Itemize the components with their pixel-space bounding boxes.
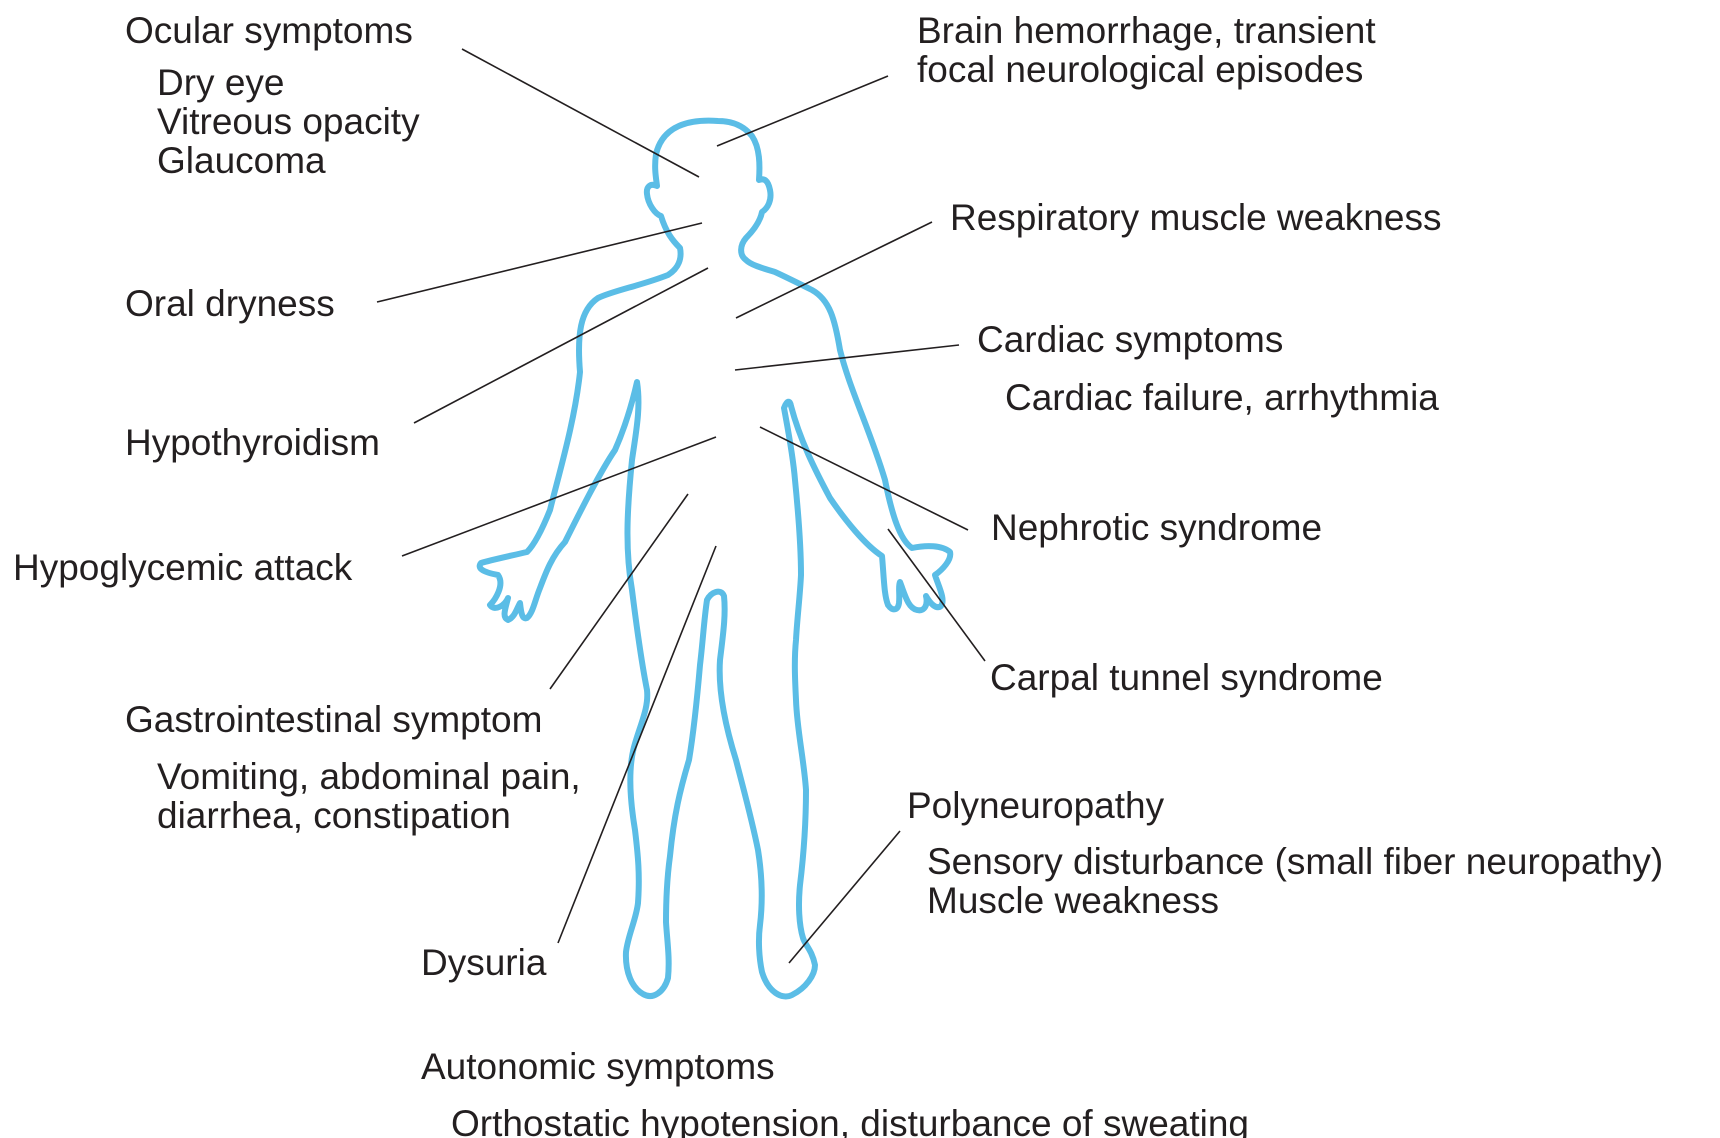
leader-line-carpal: [887, 528, 986, 662]
leader-line-respiratory: [735, 221, 933, 319]
label-orthostatic-hypotension: Orthostatic hypotension, disturbance of …: [451, 1103, 1250, 1138]
leader-line-polyneuropathy: [788, 830, 901, 964]
label-autonomic-symptoms: Autonomic symptoms: [421, 1046, 775, 1087]
leader-line-ocular: [461, 48, 700, 178]
label-cardiac-failure-arrhythmia: Cardiac failure, arrhythmia: [1005, 377, 1439, 418]
label-hypoglycemic-attack: Hypoglycemic attack: [13, 547, 353, 588]
label-gastrointestinal-symptom: Gastrointestinal symptom: [125, 699, 543, 740]
leader-line-gastrointestinal: [549, 493, 689, 690]
label-glaucoma: Glaucoma: [157, 140, 326, 181]
label-dysuria: Dysuria: [421, 942, 547, 983]
human-body-outline: [476, 117, 954, 1000]
leader-line-hypothyroidism: [413, 267, 709, 424]
label-sensory-disturbance: Sensory disturbance (small fiber neuropa…: [927, 841, 1664, 882]
label-cardiac-symptoms: Cardiac symptoms: [977, 319, 1284, 360]
label-muscle-weakness: Muscle weakness: [927, 880, 1220, 921]
leader-line-oral: [376, 222, 703, 303]
label-vomiting-abdominal-pain: Vomiting, abdominal pain,: [157, 756, 581, 797]
label-respiratory-muscle-weakness: Respiratory muscle weakness: [950, 197, 1442, 238]
label-ocular-symptoms: Ocular symptoms: [125, 10, 413, 51]
label-focal-neurological: focal neurological episodes: [917, 49, 1364, 90]
label-diarrhea-constipation: diarrhea, constipation: [157, 795, 511, 836]
label-polyneuropathy: Polyneuropathy: [907, 785, 1165, 826]
label-vitreous-opacity: Vitreous opacity: [157, 101, 420, 142]
label-nephrotic-syndrome: Nephrotic syndrome: [991, 507, 1323, 548]
leader-line-hypoglycemic: [401, 436, 717, 557]
label-hypothyroidism: Hypothyroidism: [125, 422, 380, 463]
label-oral-dryness: Oral dryness: [125, 283, 335, 324]
leader-line-dysuria: [557, 545, 717, 944]
leader-line-cardiac: [734, 344, 960, 371]
label-brain-hemorrhage: Brain hemorrhage, transient: [917, 10, 1376, 51]
label-carpal-tunnel-syndrome: Carpal tunnel syndrome: [990, 657, 1383, 698]
leader-line-nephrotic: [759, 426, 969, 531]
leader-line-brain: [716, 75, 889, 147]
label-dry-eye: Dry eye: [157, 62, 285, 103]
